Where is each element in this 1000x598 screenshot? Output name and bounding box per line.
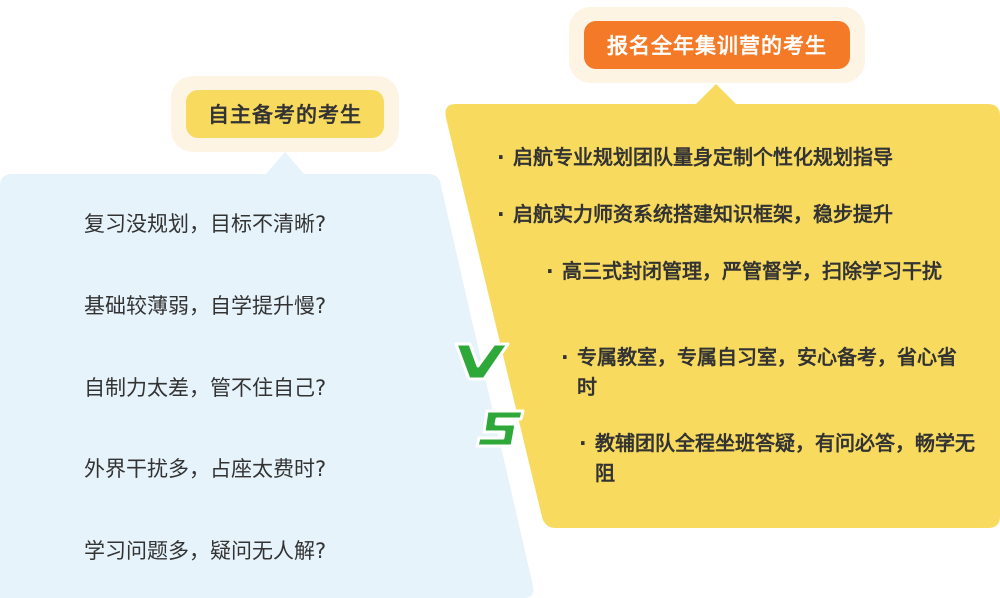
- right-panel-shape: [445, 84, 1000, 528]
- left-panel-shape: [0, 152, 534, 598]
- left-item-5: 学习问题多，疑问无人解?: [84, 539, 327, 563]
- right-item-5: · 教辅团队全程坐班答疑，有问必答，畅学无阻: [579, 428, 991, 488]
- right-item-text: 启航专业规划团队量身定制个性化规划指导: [513, 145, 893, 169]
- right-item-1: · 启航专业规划团队量身定制个性化规划指导: [497, 142, 993, 172]
- camp-badge: 报名全年集训营的考生: [584, 21, 850, 69]
- right-item-text: 高三式封闭管理，严管督学，扫除学习干扰: [562, 259, 942, 283]
- left-item-4: 外界干扰多，占座太费时?: [84, 457, 327, 481]
- right-item-3: · 高三式封闭管理，严管督学，扫除学习干扰: [546, 256, 978, 286]
- bullet-dot: ·: [497, 145, 505, 169]
- left-item-2: 基础较薄弱，自学提升慢?: [84, 294, 327, 318]
- left-item-3: 自制力太差，管不住自己?: [84, 376, 327, 400]
- right-item-text: 启航实力师资系统搭建知识框架，稳步提升: [513, 202, 893, 226]
- left-item-1: 复习没规划，目标不清晰?: [84, 212, 327, 236]
- right-item-2: · 启航实力师资系统搭建知识框架，稳步提升: [497, 199, 993, 229]
- vs-letter-s: [475, 409, 525, 448]
- self-study-badge: 自主备考的考生: [186, 90, 384, 138]
- right-item-text: 教辅团队全程坐班答疑，有问必答，畅学无阻: [595, 431, 975, 485]
- bullet-dot: ·: [579, 431, 587, 455]
- vs-letter-v: [454, 342, 510, 381]
- bullet-dot: ·: [546, 259, 554, 283]
- right-item-4: · 专属教室，专属自习室，安心备考，省心省时: [561, 342, 973, 402]
- bullet-dot: ·: [497, 202, 505, 226]
- bullet-dot: ·: [561, 345, 569, 369]
- right-item-text: 专属教室，专属自习室，安心备考，省心省时: [577, 345, 957, 399]
